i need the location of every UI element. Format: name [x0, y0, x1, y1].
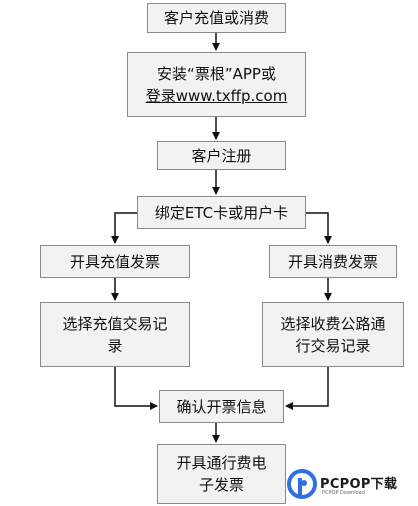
- customer-register-box: 客户注册: [157, 141, 286, 170]
- watermark-logo-text: PCPOP下载: [320, 477, 398, 492]
- select-toll-record-line2: 行交易记录: [295, 336, 371, 355]
- select-recharge-record-label: 选择充值交易记 录: [62, 313, 167, 357]
- issue-recharge-invoice-label: 开具充值发票: [69, 252, 160, 271]
- install-app-box: 安装“票根”APP或 登录www.txffp.com: [127, 52, 306, 117]
- bind-card-label: 绑定ETC卡或用户卡: [154, 203, 289, 222]
- select-recharge-record-line2: 录: [107, 336, 123, 355]
- arrow-4-left: [111, 212, 137, 244]
- install-app-label: 安装“票根”APP或 登录www.txffp.com: [146, 63, 288, 107]
- select-toll-record-box: 选择收费公路通 行交易记录: [262, 302, 404, 367]
- select-toll-record-line1: 选择收费公路通: [280, 314, 386, 333]
- customer-register-label: 客户注册: [191, 146, 252, 165]
- select-recharge-record-line1: 选择充值交易记: [62, 314, 168, 333]
- issue-consumption-invoice-label: 开具消费发票: [287, 252, 378, 271]
- select-toll-record-label: 选择收费公路通 行交易记录: [280, 313, 385, 357]
- arrow-6-right: [285, 367, 329, 410]
- pcpop-watermark: PCPOP下载 PCPOP Download: [286, 466, 414, 502]
- pcpop-logo-icon: [287, 469, 317, 499]
- issue-toll-invoice-line2: 子发票: [198, 476, 244, 494]
- install-app-line2: 登录www.txffp.com: [145, 86, 288, 105]
- bind-card-box: 绑定ETC卡或用户卡: [137, 196, 306, 229]
- issue-toll-invoice-line1: 开具通行费电: [176, 454, 267, 472]
- issue-recharge-invoice-box: 开具充值发票: [40, 245, 190, 278]
- install-app-line1: 安装“票根”APP或: [157, 64, 276, 83]
- arrow-6-left: [114, 367, 158, 410]
- arrow-4-right: [306, 212, 332, 244]
- issue-toll-invoice-box: 开具通行费电 子发票: [157, 444, 286, 504]
- select-recharge-record-box: 选择充值交易记 录: [40, 302, 190, 367]
- customer-recharge-or-consume-label: 客户充值或消费: [163, 9, 269, 27]
- confirm-invoice-info-label: 确认开票信息: [176, 397, 267, 416]
- watermark-sub-text: PCPOP Download: [322, 490, 365, 496]
- customer-recharge-or-consume-box: 客户充值或消费: [147, 3, 286, 33]
- issue-consumption-invoice-box: 开具消费发票: [269, 245, 397, 278]
- confirm-invoice-info-box: 确认开票信息: [159, 390, 284, 423]
- issue-toll-invoice-label: 开具通行费电 子发票: [176, 452, 266, 496]
